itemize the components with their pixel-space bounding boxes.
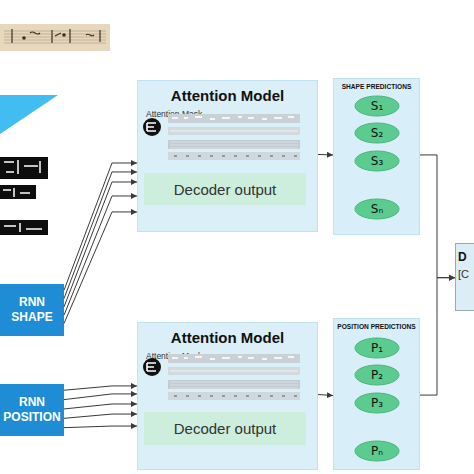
note-head: [22, 36, 26, 40]
prediction-ellipse: P₂: [354, 364, 400, 386]
prediction-ellipse: S₂: [354, 122, 400, 144]
connector-arrow: [64, 394, 137, 400]
binarized-strip: [0, 185, 36, 199]
connector-arrow: [64, 386, 137, 390]
am-box: Attention ModelAttention MaskDecoder out…: [137, 322, 318, 470]
binarized-strip: [0, 157, 48, 179]
blue-triangle: [0, 95, 58, 134]
prediction-ellipse: Sₙ: [354, 198, 400, 220]
node-label: Decoder output: [174, 181, 277, 198]
prediction-ellipse: S₁: [354, 95, 400, 117]
binarized-marks: [4, 223, 42, 232]
am-box: Attention ModelAttention MaskDecoder out…: [137, 80, 318, 232]
connector-arrow: [420, 278, 455, 395]
node-sublabel: [C: [458, 268, 469, 280]
ellipse-shape: [355, 441, 399, 461]
node-label: RNN SHAPE: [1, 295, 63, 325]
attention-mask-image: [143, 114, 300, 160]
node-label: D: [458, 250, 467, 264]
connector-arrow: [64, 426, 137, 428]
connector-arrow: [64, 182, 137, 307]
node-label: POSITION PREDICTIONS: [334, 323, 419, 330]
node-label: S₂: [371, 126, 383, 140]
connector-arrow: [318, 154, 333, 155]
connector-arrow: [64, 414, 137, 418]
node-label: Sₙ: [371, 202, 383, 216]
ellipse-shape: [355, 123, 399, 143]
pred-box: POSITION PREDICTIONS P₁ P₂ P₃ Pₙ: [333, 318, 420, 470]
node-label: P₁: [371, 341, 383, 355]
node-label: P₂: [371, 368, 383, 382]
binarized-strip: [0, 220, 48, 235]
connector-arrow: [318, 395, 333, 396]
connector-arrow: [64, 196, 137, 315]
node-label: Pₙ: [371, 444, 383, 458]
connector-arrow: [64, 212, 137, 324]
attention-mask-image: [143, 354, 300, 400]
note-head: [62, 33, 66, 37]
prediction-ellipse: P₃: [354, 392, 400, 414]
dec-box: Decoder output: [144, 173, 306, 205]
rnn-box: RNN POSITION: [0, 384, 64, 436]
node-label: RNN POSITION: [1, 395, 63, 425]
manuscript-image: [0, 24, 110, 51]
binarized-marks: [4, 160, 40, 174]
node-sublabel: Attention Mask: [146, 109, 202, 119]
prediction-ellipse: Pₙ: [354, 440, 400, 462]
music-notes: [12, 29, 100, 43]
node-label: Attention Model: [138, 329, 317, 346]
rnn-box: RNN SHAPE: [0, 284, 64, 336]
ellipse-shape: [355, 338, 399, 358]
node-label: Attention Model: [138, 87, 317, 104]
dec-box: Decoder output: [144, 412, 306, 445]
node-label: S₁: [371, 99, 383, 113]
binarized-images: [0, 157, 48, 235]
node-label: P₃: [371, 396, 383, 410]
node-sublabel: Attention Mask: [146, 351, 202, 361]
connector-arrow: [64, 163, 137, 290]
staff-lines: [4, 31, 106, 43]
connector-arrow: [64, 404, 137, 409]
pred-box: SHAPE PREDICTIONS S₁ S₂ S₃ Sₙ: [333, 78, 420, 235]
prediction-ellipse: S₃: [354, 150, 400, 172]
ellipse-shape: [355, 365, 399, 385]
prediction-ellipse: P₁: [354, 337, 400, 359]
connector-arrow: [420, 155, 455, 278]
connector-arrow: [64, 172, 137, 299]
ellipse-shape: [355, 151, 399, 171]
ellipse-shape: [355, 199, 399, 219]
binarized-marks: [3, 188, 30, 197]
node-label: SHAPE PREDICTIONS: [334, 83, 419, 90]
node-label: Decoder output: [174, 420, 277, 437]
ellipse-shape: [355, 393, 399, 413]
manuscript-sheet: [0, 24, 110, 51]
node-label: S₃: [371, 154, 383, 168]
ellipse-shape: [355, 96, 399, 116]
d-box: D [C: [455, 243, 474, 311]
